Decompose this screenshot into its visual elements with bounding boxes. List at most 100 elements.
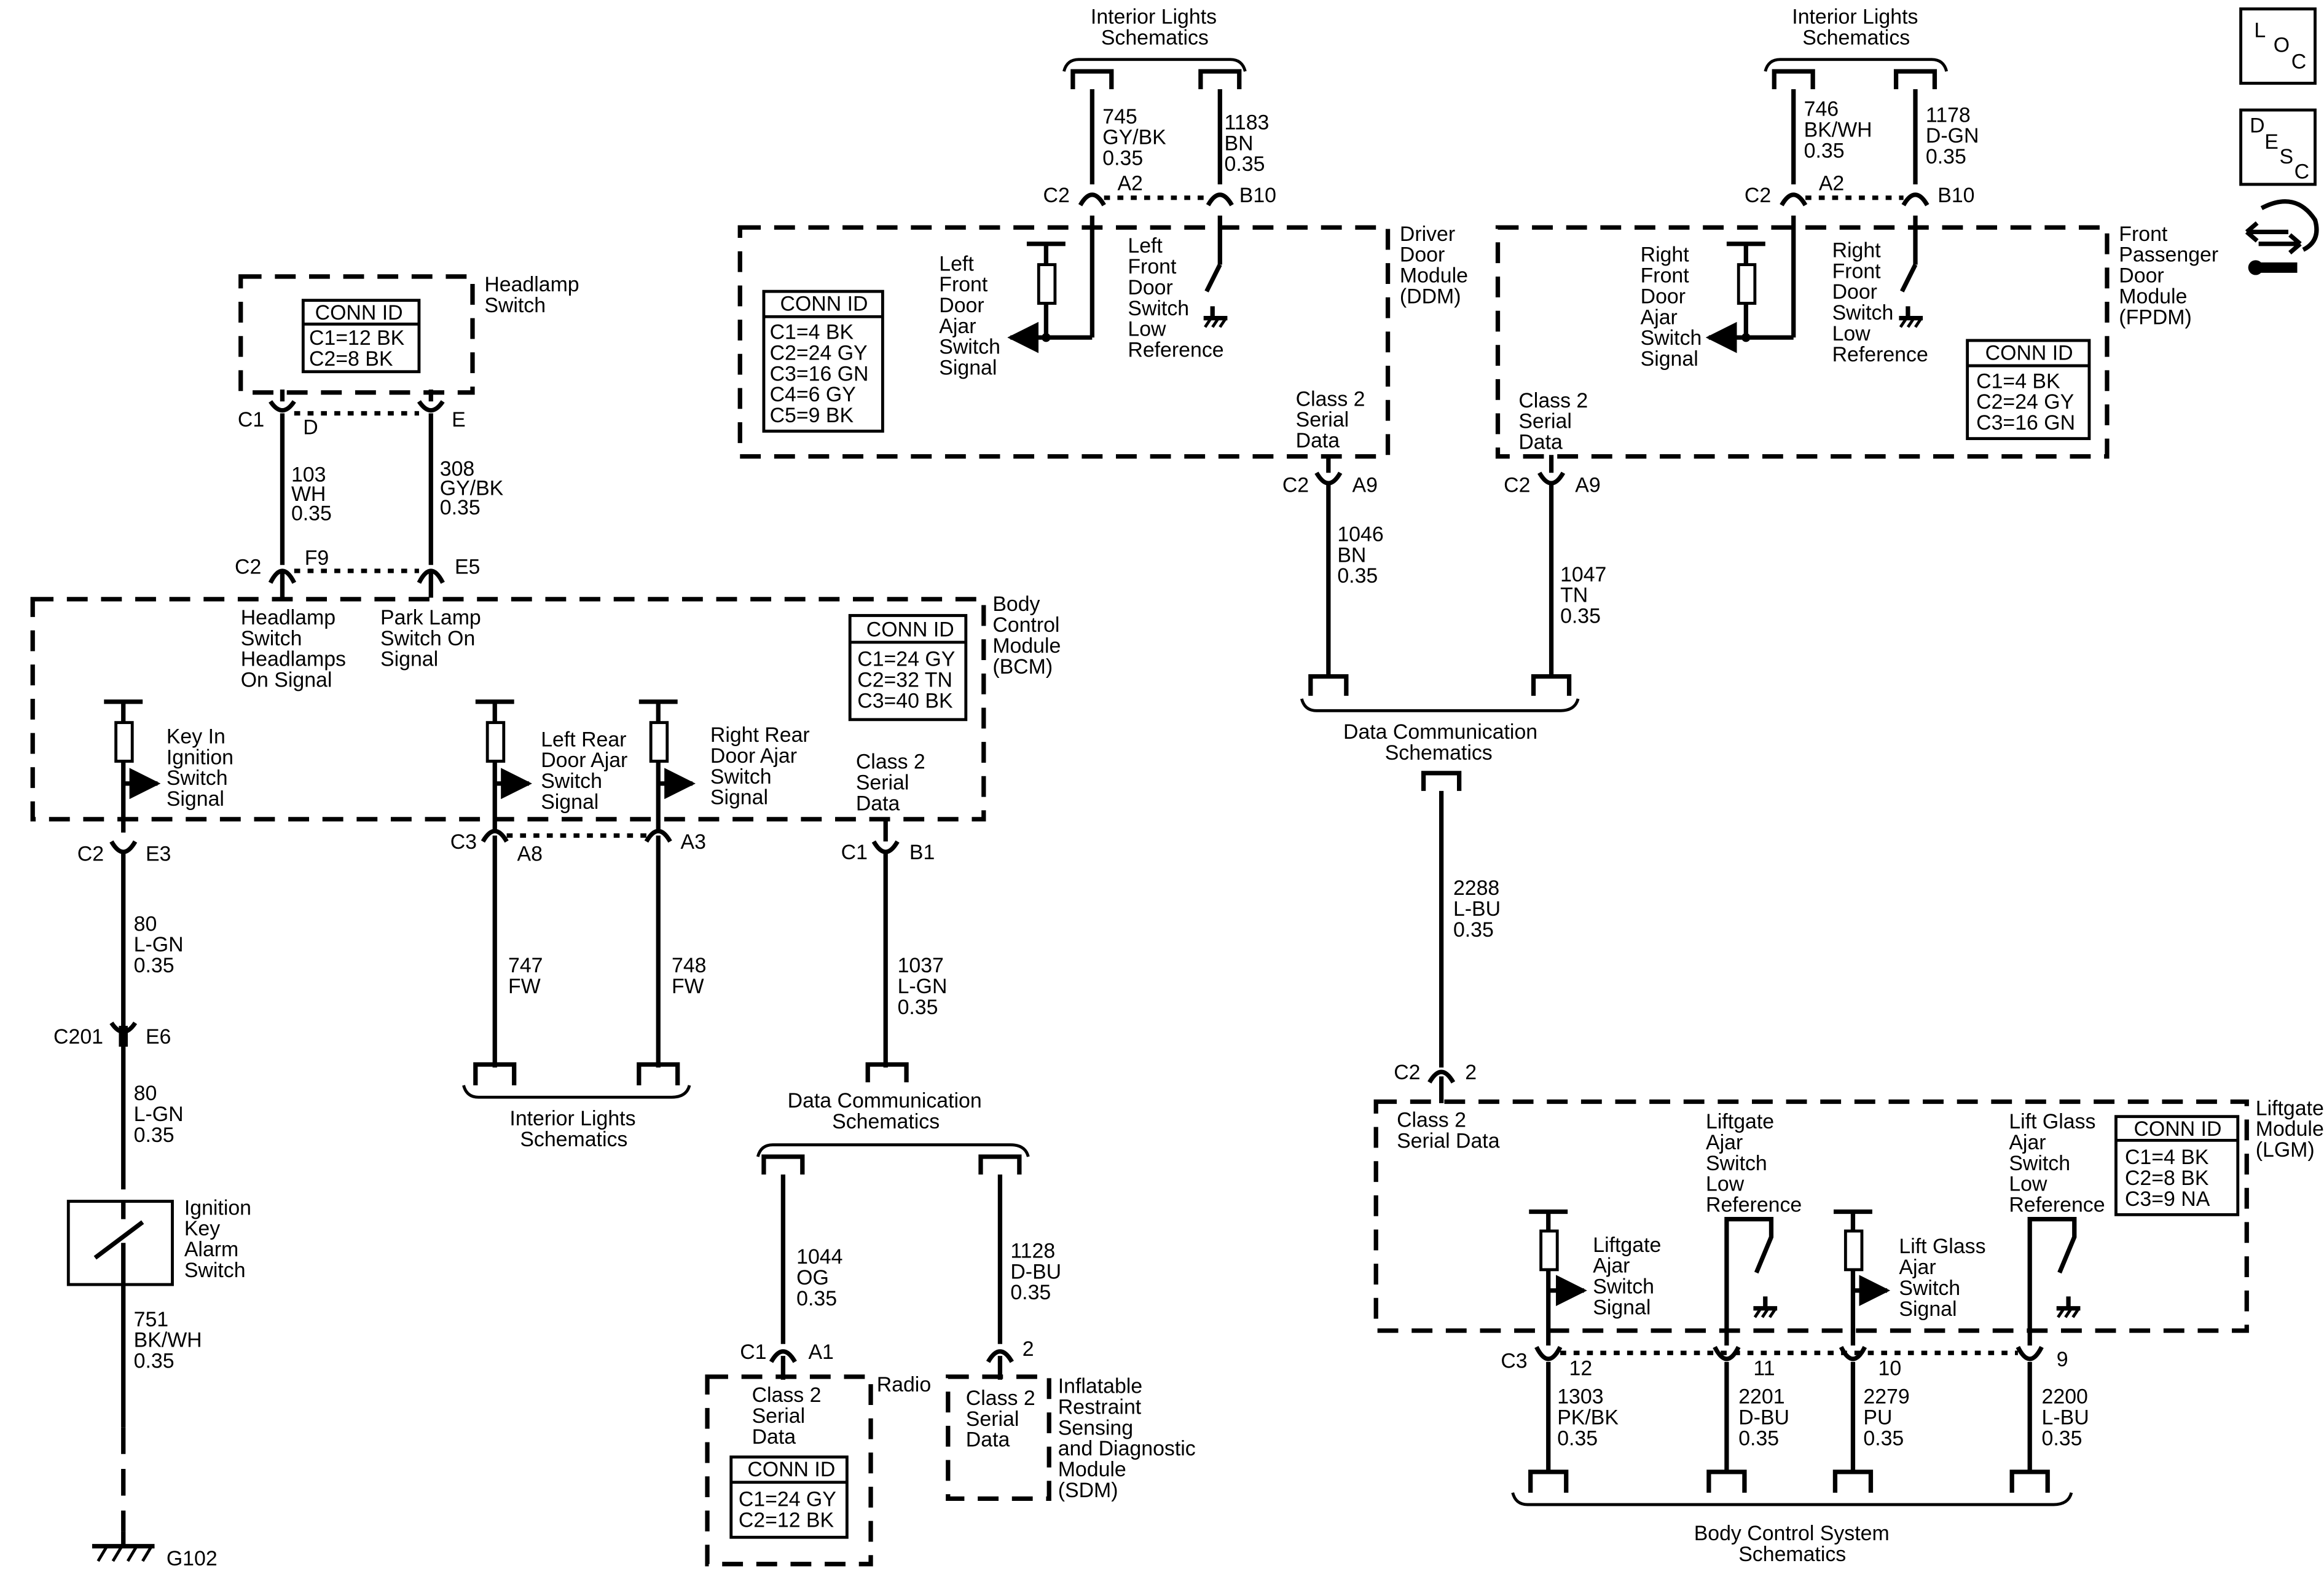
ignition-key-alarm-switch: Ignition Key Alarm Switch: [66, 1196, 251, 1286]
wire-label-747: 747 FW: [508, 954, 543, 998]
svg-text:Liftgate: Liftgate: [1706, 1110, 1774, 1133]
body-control-module: Body Control Module (BCM) CONN ID C1=24 …: [30, 592, 1061, 833]
svg-text:Schematics: Schematics: [1101, 26, 1209, 50]
svg-text:PK/BK: PK/BK: [1557, 1406, 1619, 1429]
ground-g102-icon: G102: [92, 1531, 218, 1570]
svg-text:and Diagnostic: and Diagnostic: [1058, 1437, 1196, 1460]
svg-text:0.35: 0.35: [1225, 152, 1265, 176]
svg-text:2200: 2200: [2042, 1385, 2088, 1409]
liftglass-low-label: Lift Glass Ajar Switch Low Reference: [2009, 1110, 2105, 1216]
svg-text:Schematics: Schematics: [520, 1128, 627, 1151]
svg-text:L-GN: L-GN: [898, 975, 948, 998]
svg-text:C2=8 BK: C2=8 BK: [309, 347, 393, 371]
liftglass-signal-label: Lift Glass Ajar Switch Signal: [1899, 1235, 1985, 1321]
connector-label: C1: [841, 841, 868, 864]
svg-text:D-GN: D-GN: [1926, 124, 1979, 148]
svg-text:Signal: Signal: [939, 356, 997, 380]
inflatable-restraint-module: Class 2 Serial Data Inflatable Restraint…: [946, 1374, 1196, 1502]
svg-text:1303: 1303: [1557, 1385, 1603, 1409]
pin-label: A3: [681, 830, 706, 854]
wire-label-1044: 1044 OG 0.35: [796, 1245, 842, 1310]
svg-text:Signal: Signal: [167, 787, 224, 811]
svg-text:C3=16 GN: C3=16 GN: [770, 362, 869, 385]
svg-text:PU: PU: [1863, 1406, 1892, 1429]
liftgate-low-ref-switch: [1724, 1216, 1778, 1346]
pin-label: A8: [517, 843, 543, 866]
wire-label-2279: 2279 PU 0.35: [1863, 1385, 1909, 1450]
connector-label: C2: [1043, 184, 1070, 207]
svg-text:Switch: Switch: [1706, 1152, 1767, 1175]
interior-lights-schematics-ref: Interior Lights Schematics: [1062, 6, 1247, 90]
svg-text:Door: Door: [1128, 276, 1172, 299]
class2-serial-data-label: Class 2 Serial Data: [1518, 389, 1588, 454]
svg-text:C1=4 BK: C1=4 BK: [1976, 369, 2060, 393]
pin-label: 2: [1465, 1061, 1477, 1084]
svg-text:CONN ID: CONN ID: [315, 301, 403, 325]
svg-text:Data: Data: [1518, 431, 1563, 454]
svg-text:Reference: Reference: [1128, 339, 1223, 362]
wire-label-1128: 1128 D-BU 0.35: [1010, 1239, 1061, 1304]
data-communication-schematics-ref: Data Communication Schematics: [756, 1062, 1030, 1175]
svg-text:Headlamp: Headlamp: [484, 273, 579, 296]
svg-text:Door Ajar: Door Ajar: [710, 744, 797, 768]
svg-text:C: C: [2291, 50, 2306, 73]
pin-label: E: [452, 408, 466, 431]
svg-text:Front: Front: [1832, 259, 1882, 283]
svg-text:Door: Door: [1641, 285, 1686, 308]
svg-text:0.35: 0.35: [1453, 918, 1494, 942]
wire-label-751: 751 BK/WH 0.35: [134, 1308, 202, 1373]
svg-text:0.35: 0.35: [1560, 605, 1601, 628]
key-in-pullup-resistor: [104, 699, 161, 833]
svg-text:Ajar: Ajar: [1706, 1131, 1743, 1154]
svg-text:(FPDM): (FPDM): [2119, 305, 2191, 329]
svg-text:Reference: Reference: [1832, 343, 1928, 366]
svg-text:Switch: Switch: [241, 627, 302, 650]
svg-text:GY/BK: GY/BK: [440, 477, 504, 500]
svg-text:D-BU: D-BU: [1010, 1260, 1061, 1283]
connector-label: C2: [235, 556, 261, 579]
svg-text:(BCM): (BCM): [992, 655, 1053, 679]
svg-text:Module: Module: [2256, 1117, 2324, 1141]
loc-icon[interactable]: L O C: [2239, 7, 2317, 85]
svg-text:FW: FW: [672, 975, 704, 998]
pin-label: F9: [305, 546, 329, 570]
class2-serial-data-label: Class 2 Serial Data: [1296, 387, 1365, 452]
desc-icon[interactable]: D E S C: [2239, 108, 2317, 186]
svg-text:Switch: Switch: [1899, 1277, 1960, 1300]
svg-text:80: 80: [134, 1082, 157, 1105]
svg-text:Class 2: Class 2: [856, 750, 925, 774]
wire-label-1183: 1183 BN 0.35: [1225, 111, 1270, 176]
svg-text:103: 103: [291, 463, 326, 487]
svg-text:C3=16 GN: C3=16 GN: [1976, 411, 2075, 435]
pin-label: E3: [146, 843, 171, 866]
svg-text:FW: FW: [508, 975, 541, 998]
svg-text:C1=4 BK: C1=4 BK: [2125, 1146, 2209, 1169]
svg-text:L-GN: L-GN: [134, 933, 184, 956]
svg-text:Module: Module: [1400, 264, 1468, 288]
svg-text:745: 745: [1102, 105, 1137, 128]
svg-text:Right: Right: [1641, 243, 1690, 267]
liftglass-pullup-resistor: [1834, 1209, 1891, 1346]
conn-id-table: CONN ID C1=4 BK C2=24 GY C3=16 GN C4=6 G…: [762, 289, 884, 433]
svg-text:Ignition: Ignition: [167, 746, 234, 769]
svg-text:0.35: 0.35: [898, 996, 938, 1019]
wrench-arrows-icon[interactable]: [2245, 199, 2319, 275]
connector-label: C2: [1282, 474, 1309, 497]
svg-text:Low: Low: [2009, 1173, 2047, 1196]
svg-text:C2=8 BK: C2=8 BK: [2125, 1167, 2209, 1190]
left-front-ajar-label: Left Front Door Ajar Switch Signal: [939, 252, 1000, 379]
svg-text:On Signal: On Signal: [241, 669, 332, 692]
svg-text:Module: Module: [1058, 1458, 1126, 1481]
svg-text:Switch: Switch: [1832, 301, 1894, 325]
svg-text:Data: Data: [752, 1425, 796, 1449]
svg-text:GY/BK: GY/BK: [1102, 126, 1166, 149]
front-passenger-door-module: Front Passenger Door Module (FPDM) CONN …: [1495, 215, 2218, 459]
svg-text:BK/WH: BK/WH: [1804, 119, 1872, 142]
svg-text:O: O: [2274, 34, 2290, 57]
svg-text:Class 2: Class 2: [1518, 389, 1588, 412]
svg-text:Switch: Switch: [541, 769, 602, 793]
svg-text:Class 2: Class 2: [966, 1387, 1035, 1410]
svg-text:Signal: Signal: [710, 786, 768, 809]
svg-text:Ajar: Ajar: [2009, 1131, 2046, 1154]
svg-text:1178: 1178: [1926, 103, 1971, 127]
